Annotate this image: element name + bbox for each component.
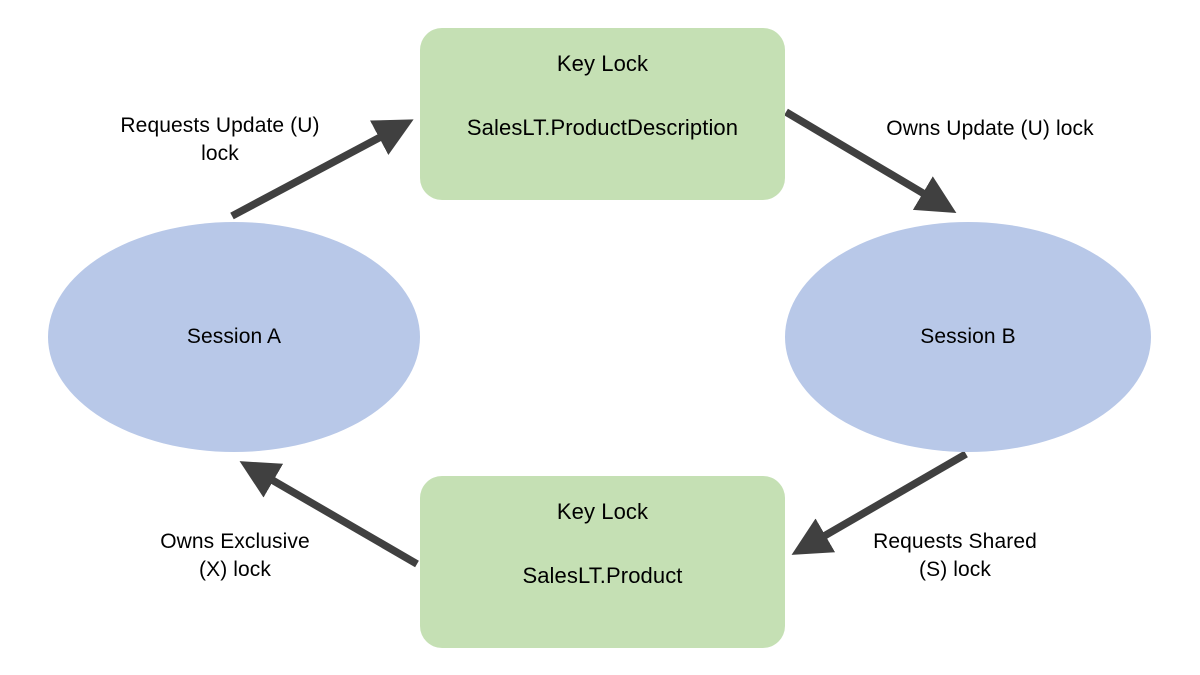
edge-label-owns-exclusive: Owns Exclusive (X) lock	[160, 530, 310, 581]
edge-label-requests-update: Requests Update (U) lock	[120, 114, 320, 165]
edge-label-owns-update: Owns Update (U) lock	[886, 117, 1094, 140]
lock-node-product[interactable]: Key Lock SalesLT.Product	[420, 476, 785, 648]
lock-object-name: SalesLT.Product	[522, 563, 683, 588]
lock-title: Key Lock	[556, 51, 649, 76]
session-label: Session A	[186, 325, 282, 348]
session-node-b[interactable]: Session B	[785, 222, 1151, 452]
session-node-a[interactable]: Session A	[48, 222, 420, 452]
lock-node-product-description[interactable]: Key Lock SalesLT.ProductDescription	[420, 28, 785, 200]
session-label: Session B	[920, 325, 1016, 348]
edge-label-requests-shared: Requests Shared (S) lock	[873, 530, 1037, 581]
lock-object-name: SalesLT.ProductDescription	[466, 115, 739, 140]
lock-title: Key Lock	[556, 499, 649, 524]
